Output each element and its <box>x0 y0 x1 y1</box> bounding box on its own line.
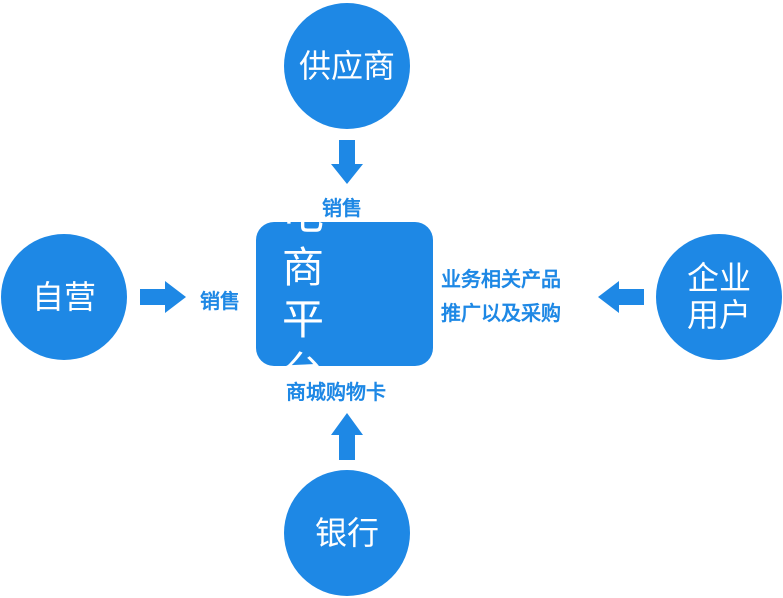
arrow-up-bank <box>331 413 363 460</box>
node-enterprise-users: 企业 用户 <box>656 234 782 360</box>
arrow-right-self-operated <box>140 281 186 313</box>
arrow-left-enterprise <box>598 281 644 313</box>
edge-label-supplier: 销售 <box>322 196 362 220</box>
node-supplier-label: 供应商 <box>298 46 395 85</box>
node-bank: 银行 <box>284 470 410 596</box>
node-self-operated-label: 自营 <box>31 277 96 316</box>
center-platform: 电 商 平 台 <box>256 190 433 397</box>
node-supplier: 供应商 <box>284 3 410 129</box>
edge-label-self-operated: 销售 <box>200 289 240 313</box>
node-self-operated: 自营 <box>1 234 127 360</box>
node-bank-label: 银行 <box>314 513 379 552</box>
center-platform-line1: 电 商 <box>282 190 351 292</box>
center-platform-line2: 平 台 <box>282 295 351 397</box>
node-enterprise-users-label: 企业 用户 <box>686 259 751 334</box>
arrow-down-supplier <box>331 140 363 184</box>
edge-label-enterprise: 业务相关产品 推广以及采购 <box>441 267 561 325</box>
edge-label-bank: 商城购物卡 <box>286 380 386 404</box>
